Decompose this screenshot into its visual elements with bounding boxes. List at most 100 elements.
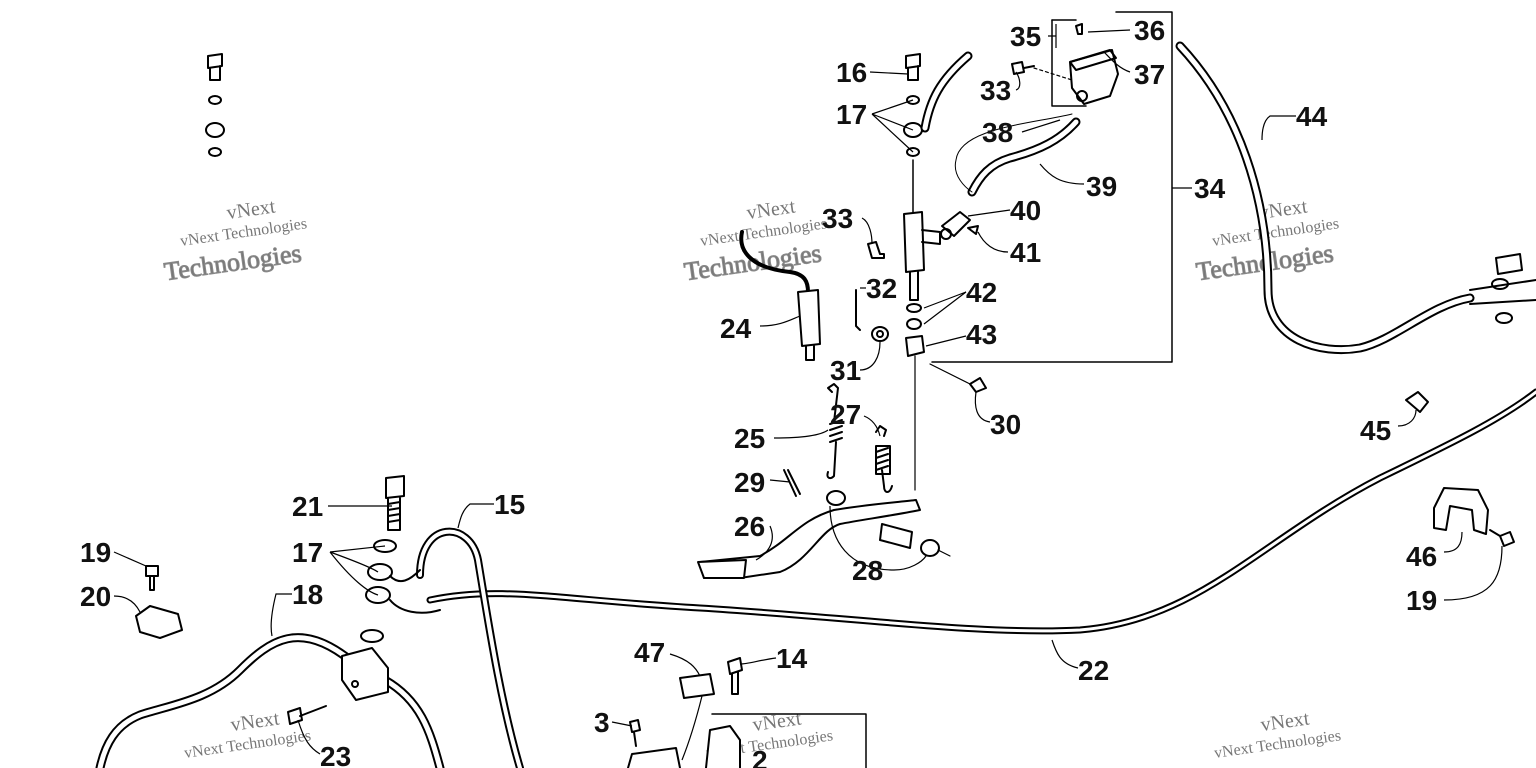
reservoir-cap bbox=[1069, 49, 1117, 71]
hose-39-inner bbox=[969, 119, 1079, 195]
callout-22: 22 bbox=[1078, 655, 1109, 686]
callout-27: 27 bbox=[830, 399, 861, 430]
bracket-2 bbox=[705, 725, 741, 768]
spring-25 bbox=[826, 383, 843, 480]
washer-28 bbox=[920, 539, 940, 557]
watermark: vNext vNext Technologies bbox=[183, 707, 312, 761]
pedal-26-shaft bbox=[879, 523, 913, 549]
hose-stub-inner bbox=[922, 53, 971, 131]
callout-26: 26 bbox=[734, 511, 765, 542]
bolt-33 bbox=[867, 241, 885, 259]
pedal-pad-2 bbox=[627, 747, 681, 768]
callout-29: 29 bbox=[734, 467, 765, 498]
callout-30: 30 bbox=[990, 409, 1021, 440]
callout-19: 19 bbox=[80, 537, 111, 568]
label-47 bbox=[679, 673, 715, 699]
reservoir-port bbox=[1076, 90, 1088, 102]
bolt-19-right bbox=[1489, 529, 1515, 547]
callout-2: 2 bbox=[752, 745, 768, 768]
washer-17 bbox=[367, 563, 393, 581]
hose-18-inner bbox=[97, 635, 353, 768]
leader-line bbox=[681, 695, 703, 761]
callout-36: 36 bbox=[1134, 15, 1165, 46]
spring-27 bbox=[875, 425, 893, 493]
bolt-14 bbox=[727, 657, 743, 695]
callout-33b: 33 bbox=[822, 203, 853, 234]
leader-line bbox=[974, 391, 991, 423]
leader-line bbox=[1397, 409, 1417, 427]
fitting-40-hole bbox=[940, 228, 952, 240]
axis-line bbox=[929, 363, 971, 385]
clamp-38 bbox=[954, 113, 1073, 193]
bracket-34 bbox=[931, 11, 1173, 363]
callout-33: 33 bbox=[980, 75, 1011, 106]
tee-block-hole bbox=[351, 680, 359, 688]
leader-line bbox=[739, 657, 777, 665]
fitting-44-bolt bbox=[1495, 253, 1523, 275]
seal-42 bbox=[906, 318, 922, 330]
bolt-21-thread bbox=[387, 501, 401, 523]
leader-line bbox=[829, 505, 927, 571]
callout-21: 21 bbox=[292, 491, 323, 522]
leader-line bbox=[669, 653, 701, 677]
master-cylinder-port bbox=[921, 229, 941, 245]
clip-45 bbox=[1405, 391, 1429, 413]
callout-16: 16 bbox=[836, 57, 867, 88]
seal-42 bbox=[906, 303, 922, 313]
fitting-44-ring bbox=[1491, 278, 1509, 290]
callout-40: 40 bbox=[1010, 195, 1041, 226]
callout-44: 44 bbox=[1296, 101, 1328, 132]
callout-42: 42 bbox=[966, 277, 997, 308]
pedal-26-hub bbox=[826, 490, 846, 506]
bracket-35 bbox=[1051, 19, 1087, 107]
leader-line bbox=[329, 545, 386, 596]
screw-36 bbox=[1075, 23, 1083, 35]
axis-line bbox=[937, 549, 951, 557]
leader-line bbox=[1103, 51, 1131, 73]
frame-box bbox=[711, 713, 867, 768]
callout-15: 15 bbox=[494, 489, 525, 520]
callout-43: 43 bbox=[966, 319, 997, 350]
leader-line bbox=[1261, 115, 1296, 141]
hose-18b-inner bbox=[382, 677, 443, 768]
leader-line bbox=[769, 479, 791, 483]
banjo-bolt-16 bbox=[207, 53, 223, 81]
leader-line bbox=[773, 429, 829, 439]
clevis-43 bbox=[905, 335, 925, 357]
fitting-40 bbox=[941, 211, 971, 237]
pin-29 bbox=[783, 469, 801, 497]
callout-45: 45 bbox=[1360, 415, 1391, 446]
leader-line bbox=[1087, 29, 1131, 33]
screw-33 bbox=[1011, 61, 1035, 75]
leader-line bbox=[270, 593, 292, 637]
callout-17: 17 bbox=[836, 99, 867, 130]
callout-23: 23 bbox=[320, 741, 351, 768]
leader-line bbox=[977, 231, 1009, 253]
bracket-46 bbox=[1433, 487, 1489, 535]
callout-32: 32 bbox=[866, 273, 897, 304]
leader-line bbox=[113, 551, 147, 567]
hose-44-inner bbox=[1177, 43, 1473, 353]
hose-18b bbox=[380, 675, 445, 768]
watermark: vNext vNext Technologies Technologies bbox=[162, 195, 308, 286]
master-cylinder-rod bbox=[909, 271, 919, 301]
callout-25: 25 bbox=[734, 423, 765, 454]
leader-line bbox=[861, 217, 873, 245]
leader-line bbox=[925, 335, 967, 347]
leader-line bbox=[297, 719, 321, 755]
callout-41: 41 bbox=[1010, 237, 1041, 268]
pin-32 bbox=[855, 289, 861, 331]
leader-line bbox=[1048, 24, 1057, 48]
watermark: vNext vNext Technologies Technologies bbox=[682, 195, 828, 286]
leader-line bbox=[1443, 545, 1503, 601]
callout-37: 37 bbox=[1134, 59, 1165, 90]
clip-41 bbox=[967, 225, 979, 235]
callout-17b: 17 bbox=[292, 537, 323, 568]
leader-line bbox=[967, 209, 1011, 217]
tee-block bbox=[341, 647, 389, 701]
fitting-44 bbox=[1469, 279, 1536, 305]
leader-line bbox=[1039, 163, 1085, 185]
leader-line bbox=[457, 503, 494, 529]
switch-24-body bbox=[797, 289, 821, 347]
leader-line bbox=[869, 71, 909, 75]
